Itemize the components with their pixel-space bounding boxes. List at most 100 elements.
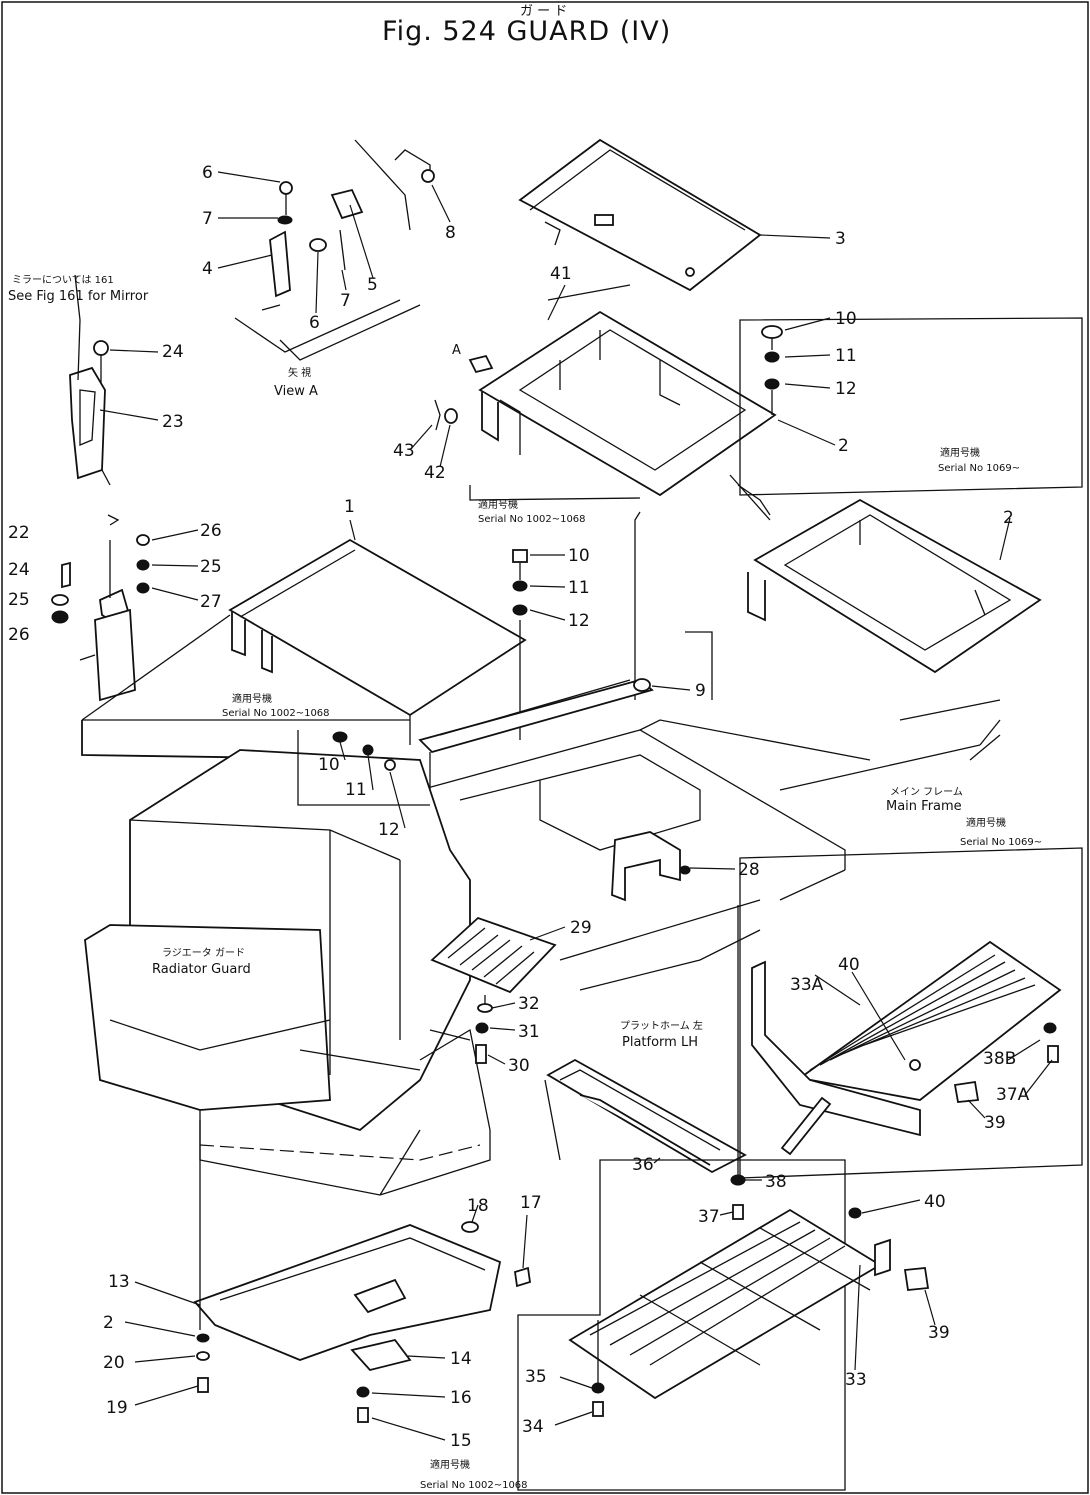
callout-label: 42: [424, 463, 446, 483]
mirror-stay-assembly: [69, 274, 120, 526]
callout-label: 12: [378, 820, 400, 840]
serial-late-lower-jp: 適用号機: [966, 816, 1006, 829]
bar-part-9: [418, 678, 654, 790]
mirror-note-jp: ミラーについては 161: [12, 274, 114, 286]
callout-label: 17: [520, 1193, 542, 1213]
callout-label: 10: [318, 755, 340, 775]
leader-lines: [99, 171, 1053, 1441]
callout-label: 13: [108, 1272, 130, 1292]
callout-label: 8: [445, 223, 456, 243]
callout-label: 33: [845, 1370, 867, 1390]
callout-label: 39: [984, 1113, 1006, 1133]
callout-label: 11: [345, 780, 367, 800]
serial-early-upper-jp: 適用号機: [478, 498, 518, 511]
callout-label: 16: [450, 1388, 472, 1408]
stay-part-22: [51, 534, 150, 702]
callout-label: 14: [450, 1349, 472, 1369]
main-frame-label: Main Frame: [886, 799, 962, 814]
cover-part-3: [518, 138, 762, 292]
undercover-part-13: [193, 1120, 531, 1393]
callout-label: 41: [550, 264, 572, 284]
serial-late-upper-jp: 適用号機: [940, 446, 980, 459]
callout-label: 7: [202, 209, 213, 229]
platform-part-33A: [739, 847, 1083, 1179]
callout-label: 2: [1003, 508, 1014, 528]
serial-early-bottom: Serial No 1002~1068: [420, 1480, 528, 1491]
view-a-assembly: [234, 139, 435, 361]
callout-label: 24: [8, 560, 30, 580]
serial-early-mid: Serial No 1002~1068: [222, 708, 330, 719]
arrow-a-label: A: [452, 343, 461, 358]
platform-lh-jp: プラットホーム 左: [620, 1019, 703, 1032]
callout-label: 3: [835, 229, 846, 249]
callout-label: 32: [518, 994, 540, 1014]
callout-label: 25: [200, 557, 222, 577]
serial-early-bottom-jp: 適用号機: [430, 1458, 470, 1471]
step-part-36: [544, 905, 747, 1220]
callout-label: 15: [450, 1431, 472, 1451]
figure-title-japanese: ガ ー ド: [520, 4, 568, 19]
callout-label: 27: [200, 592, 222, 612]
main-frame-outline: [81, 614, 1001, 991]
callout-label: 35: [525, 1367, 547, 1387]
callout-label: 7: [340, 291, 351, 311]
callout-label: 18: [467, 1196, 489, 1216]
callout-label: 2: [103, 1313, 114, 1333]
radiator-guard: [84, 749, 491, 1196]
cover-part-14: [350, 1338, 412, 1423]
platform-part-33: [517, 1159, 930, 1491]
callout-label: 5: [367, 275, 378, 295]
bracket-part-28: [611, 831, 691, 902]
callout-label: 40: [838, 955, 860, 975]
callout-label: 26: [8, 625, 30, 645]
callout-label: 9: [695, 681, 706, 701]
cover-part-1: [228, 538, 527, 745]
callout-label: 26: [200, 521, 222, 541]
callout-label: 28: [738, 860, 760, 880]
callout-label: 25: [8, 590, 30, 610]
callout-numbers: 6 7 4 6 7 5 8 3 41 10 11 12 2 43 42 24 2…: [8, 163, 1030, 1451]
callout-label: 19: [106, 1398, 128, 1418]
callout-label: 38: [765, 1172, 787, 1192]
callout-label: 39: [928, 1323, 950, 1343]
callout-label: 33A: [790, 975, 824, 995]
plate-part-29: [429, 916, 557, 1064]
serial-late-upper: Serial No 1069~: [938, 463, 1020, 474]
radiator-guard-label: Radiator Guard: [152, 962, 251, 977]
main-frame-jp: メイン フレーム: [890, 786, 963, 798]
callout-label: 20: [103, 1353, 125, 1373]
callout-label: 23: [162, 412, 184, 432]
callout-label: 2: [838, 436, 849, 456]
callout-label: 11: [835, 346, 857, 366]
callout-label: 30: [508, 1056, 530, 1076]
callout-label: 31: [518, 1022, 540, 1042]
callout-label: 40: [924, 1192, 946, 1212]
callout-label: 10: [835, 309, 857, 329]
view-a-jp: 矢 視: [288, 366, 311, 379]
callout-label: 43: [393, 441, 415, 461]
platform-lh-label: Platform LH: [622, 1035, 698, 1050]
serial-early-mid-jp: 適用号機: [232, 692, 272, 705]
callout-label: 29: [570, 918, 592, 938]
frame-part-2-later: [739, 317, 1083, 674]
callout-label: 22: [8, 523, 30, 543]
callout-label: 37A: [996, 1085, 1030, 1105]
callout-label: 24: [162, 342, 184, 362]
callout-label: 38B: [983, 1049, 1016, 1069]
radiator-guard-jp: ラジエータ ガード: [162, 947, 245, 959]
callout-label: 6: [309, 313, 320, 333]
callout-label: 12: [568, 611, 590, 631]
callout-label: 6: [202, 163, 213, 183]
callout-label: 10: [568, 546, 590, 566]
callout-label: 11: [568, 578, 590, 598]
serial-late-lower: Serial No 1069~: [960, 837, 1042, 848]
view-a-label: View A: [274, 384, 318, 399]
callout-label: 4: [202, 259, 213, 279]
frame-part-2-early: [469, 284, 777, 521]
callout-label: 34: [522, 1417, 544, 1437]
figure-title: Fig. 524 GUARD (IV): [382, 16, 672, 47]
callout-label: 36: [632, 1155, 654, 1175]
